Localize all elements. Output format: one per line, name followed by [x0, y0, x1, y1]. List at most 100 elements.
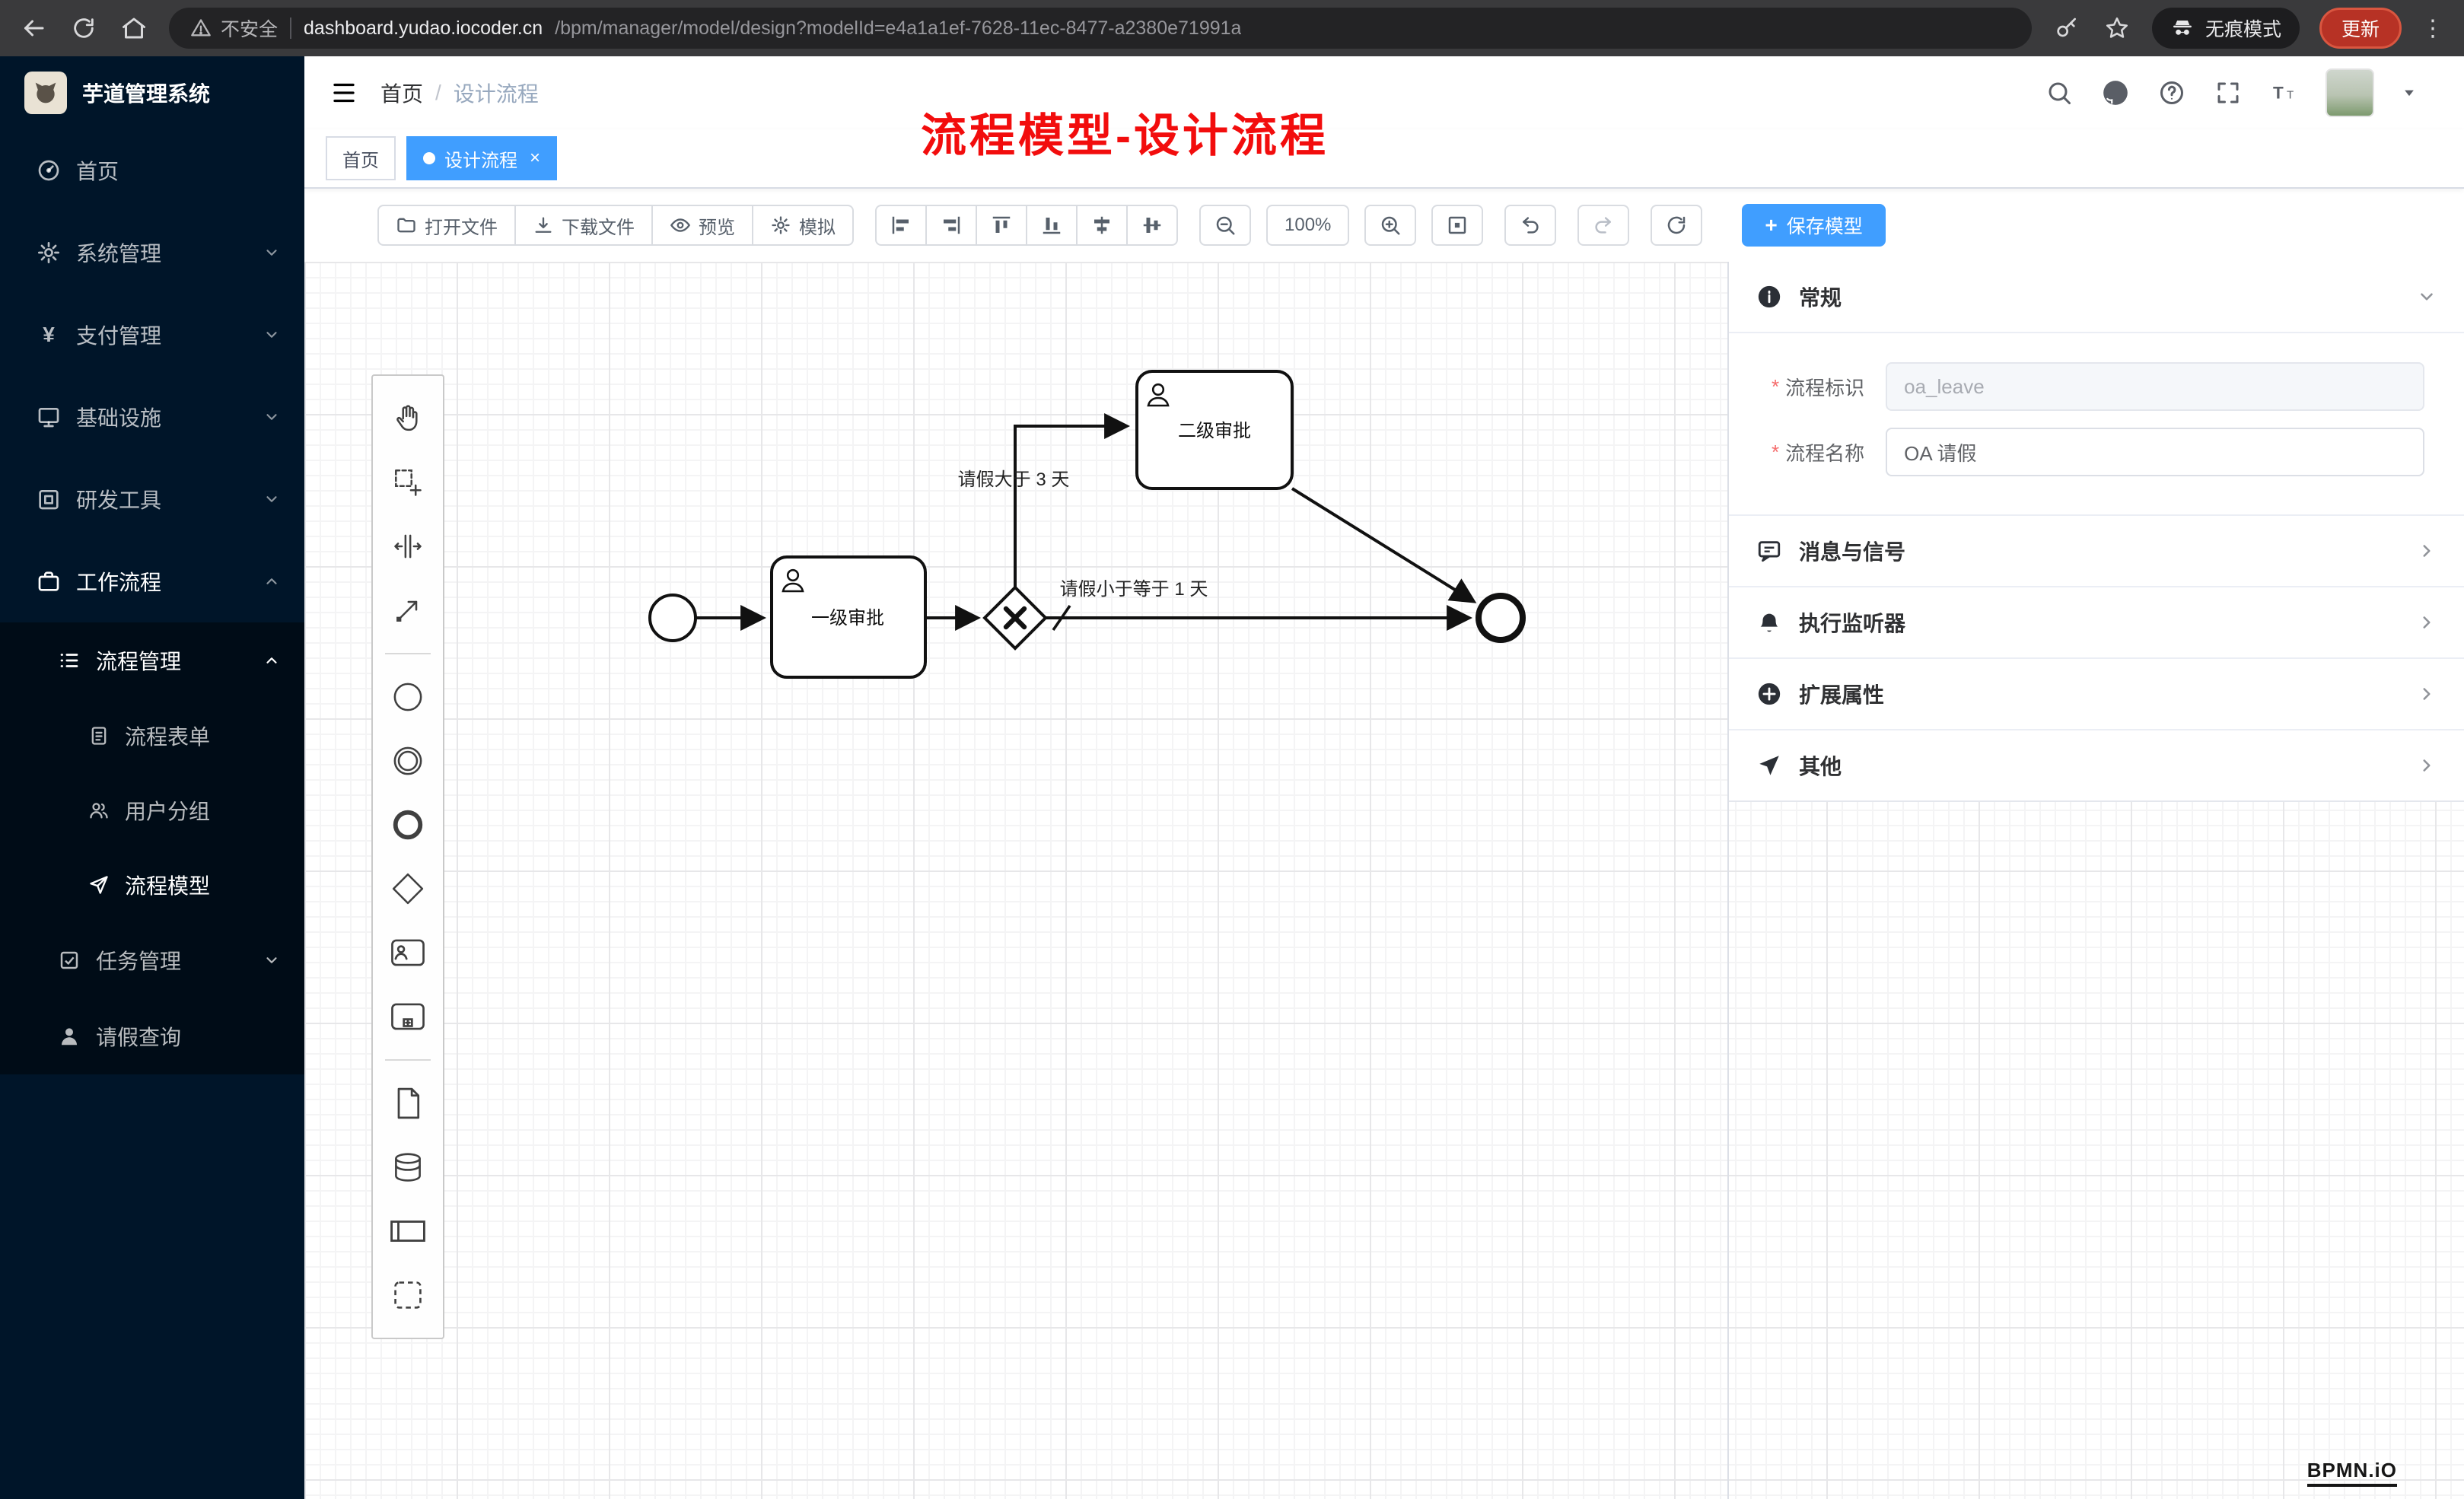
bpmn-start-event[interactable] — [648, 594, 697, 642]
connect-tool-icon[interactable] — [377, 578, 438, 642]
collapse-sidebar-icon[interactable] — [329, 78, 359, 108]
align-bottom-button[interactable] — [1026, 205, 1078, 246]
sidebar-menu: 首页 系统管理 ¥ 支付管理 基础设施 — [0, 129, 304, 1074]
undo-button[interactable] — [1504, 205, 1557, 246]
tab-home[interactable]: 首页 — [326, 136, 396, 180]
gateway-icon[interactable] — [377, 857, 438, 921]
align-bottom-icon — [1040, 214, 1063, 237]
breadcrumb-home[interactable]: 首页 — [380, 82, 424, 106]
designer-toolbar: 打开文件 下载文件 预览 模拟 — [304, 189, 2464, 262]
bpmn-exclusive-gateway[interactable] — [982, 585, 1048, 651]
toolbox-icon — [37, 487, 61, 511]
lasso-tool-icon[interactable] — [377, 450, 438, 514]
address-bar[interactable]: 不安全 dashboard.yudao.iocoder.cn /bpm/mana… — [169, 8, 2032, 49]
yen-icon: ¥ — [43, 323, 55, 346]
align-center-horizontal-icon — [1090, 214, 1113, 237]
user-avatar[interactable] — [2326, 68, 2374, 117]
datastore-icon[interactable] — [377, 1135, 438, 1199]
align-top-button[interactable] — [976, 205, 1027, 246]
user-task-icon[interactable] — [377, 921, 438, 985]
align-center-vertical-button[interactable] — [1126, 205, 1178, 246]
file-button-group: 打开文件 下载文件 预览 模拟 — [377, 205, 854, 246]
undo-icon — [1519, 214, 1542, 237]
bpmn-canvas[interactable]: 请假大于 3 天 请假小于等于 1 天 一级审批 — [304, 262, 2464, 1499]
preview-button[interactable]: 预览 — [651, 205, 753, 246]
bpmn-diagram[interactable]: 请假大于 3 天 请假小于等于 1 天 一级审批 — [304, 262, 2464, 1499]
align-right-button[interactable] — [925, 205, 977, 246]
refresh-icon[interactable] — [68, 13, 99, 43]
sidebar-logo[interactable]: 芋道管理系统 — [0, 56, 304, 129]
call-activity-icon[interactable] — [377, 985, 438, 1049]
close-icon[interactable]: × — [530, 148, 541, 168]
zoom-level-button[interactable]: 100% — [1266, 205, 1350, 246]
flow-task2-to-end[interactable] — [1291, 487, 1477, 603]
align-left-button[interactable] — [875, 205, 927, 246]
group-icon[interactable] — [377, 1263, 438, 1327]
sidebar-item-workflow[interactable]: 工作流程 — [0, 540, 304, 622]
align-center-vertical-icon — [1141, 214, 1164, 237]
sidebar-item-process-model[interactable]: 流程模型 — [0, 848, 304, 922]
bpmn-user-task-2[interactable]: 二级审批 — [1135, 370, 1294, 490]
chevron-right-icon — [2417, 684, 2437, 704]
section-execution-listener[interactable]: 执行监听器 — [1729, 587, 2464, 659]
zoom-in-button[interactable] — [1364, 205, 1417, 246]
section-extended-attributes[interactable]: 扩展属性 — [1729, 659, 2464, 730]
end-event-icon[interactable] — [377, 793, 438, 857]
sidebar-item-process-manage[interactable]: 流程管理 — [0, 622, 304, 699]
tab-design-process[interactable]: 设计流程 × — [406, 136, 558, 180]
sidebar-item-infrastructure[interactable]: 基础设施 — [0, 376, 304, 458]
flow-gateway-to-task2[interactable] — [1014, 413, 1131, 587]
redo-button[interactable] — [1577, 205, 1630, 246]
menu-dots-icon[interactable]: ⋮ — [2421, 15, 2446, 41]
caret-down-icon[interactable] — [2400, 78, 2418, 108]
key-icon[interactable] — [2052, 13, 2082, 43]
section-other[interactable]: 其他 — [1729, 730, 2464, 800]
help-icon[interactable] — [2157, 78, 2187, 108]
bell-icon — [1756, 609, 1782, 635]
open-file-button[interactable]: 打开文件 — [377, 205, 516, 246]
download-icon — [533, 215, 554, 236]
file-icon[interactable] — [377, 1071, 438, 1135]
bpmn-end-event[interactable] — [1476, 593, 1526, 643]
sidebar-item-payment[interactable]: ¥ 支付管理 — [0, 294, 304, 376]
back-icon[interactable] — [18, 13, 49, 43]
sidebar-item-devtools[interactable]: 研发工具 — [0, 458, 304, 540]
github-icon[interactable] — [2100, 78, 2131, 108]
star-icon[interactable] — [2102, 13, 2132, 43]
search-icon[interactable] — [2044, 78, 2074, 108]
restart-button[interactable] — [1651, 205, 1703, 246]
zoom-out-button[interactable] — [1199, 205, 1251, 246]
fullscreen-icon[interactable] — [2213, 78, 2243, 108]
sidebar-item-home[interactable]: 首页 — [0, 129, 304, 212]
update-button[interactable]: 更新 — [2319, 8, 2402, 49]
bpmn-io-watermark[interactable]: BPMN.iO — [2306, 1459, 2397, 1487]
save-model-button[interactable]: + 保存模型 — [1742, 204, 1886, 247]
hand-tool-icon[interactable] — [377, 387, 438, 450]
process-name-input[interactable] — [1886, 428, 2424, 476]
section-general[interactable]: 常规 — [1729, 262, 2464, 333]
zoom-in-icon — [1379, 214, 1402, 237]
intermediate-event-icon[interactable] — [377, 729, 438, 793]
space-tool-icon[interactable] — [377, 514, 438, 578]
sidebar-item-process-form[interactable]: 流程表单 — [0, 699, 304, 773]
process-name-label: 流程名称 — [1785, 441, 1865, 465]
bpmn-user-task-1[interactable]: 一级审批 — [770, 555, 927, 679]
security-status[interactable]: 不安全 — [190, 14, 278, 42]
sidebar-item-label: 流程管理 — [96, 650, 182, 673]
align-center-horizontal-button[interactable] — [1076, 205, 1128, 246]
sidebar-item-task-manage[interactable]: 任务管理 — [0, 922, 304, 998]
sidebar-item-system[interactable]: 系统管理 — [0, 212, 304, 294]
sidebar-item-leave-query[interactable]: 请假查询 — [0, 998, 304, 1074]
start-event-icon[interactable] — [377, 665, 438, 729]
section-message-signal[interactable]: 消息与信号 — [1729, 516, 2464, 587]
fit-viewport-button[interactable] — [1431, 205, 1484, 246]
home-icon[interactable] — [119, 13, 149, 43]
info-icon — [1756, 284, 1782, 310]
download-file-button[interactable]: 下载文件 — [514, 205, 653, 246]
sidebar-item-user-group[interactable]: 用户分组 — [0, 773, 304, 848]
participant-icon[interactable] — [377, 1199, 438, 1263]
simulate-button[interactable]: 模拟 — [752, 205, 854, 246]
fit-viewport-icon — [1446, 214, 1469, 237]
